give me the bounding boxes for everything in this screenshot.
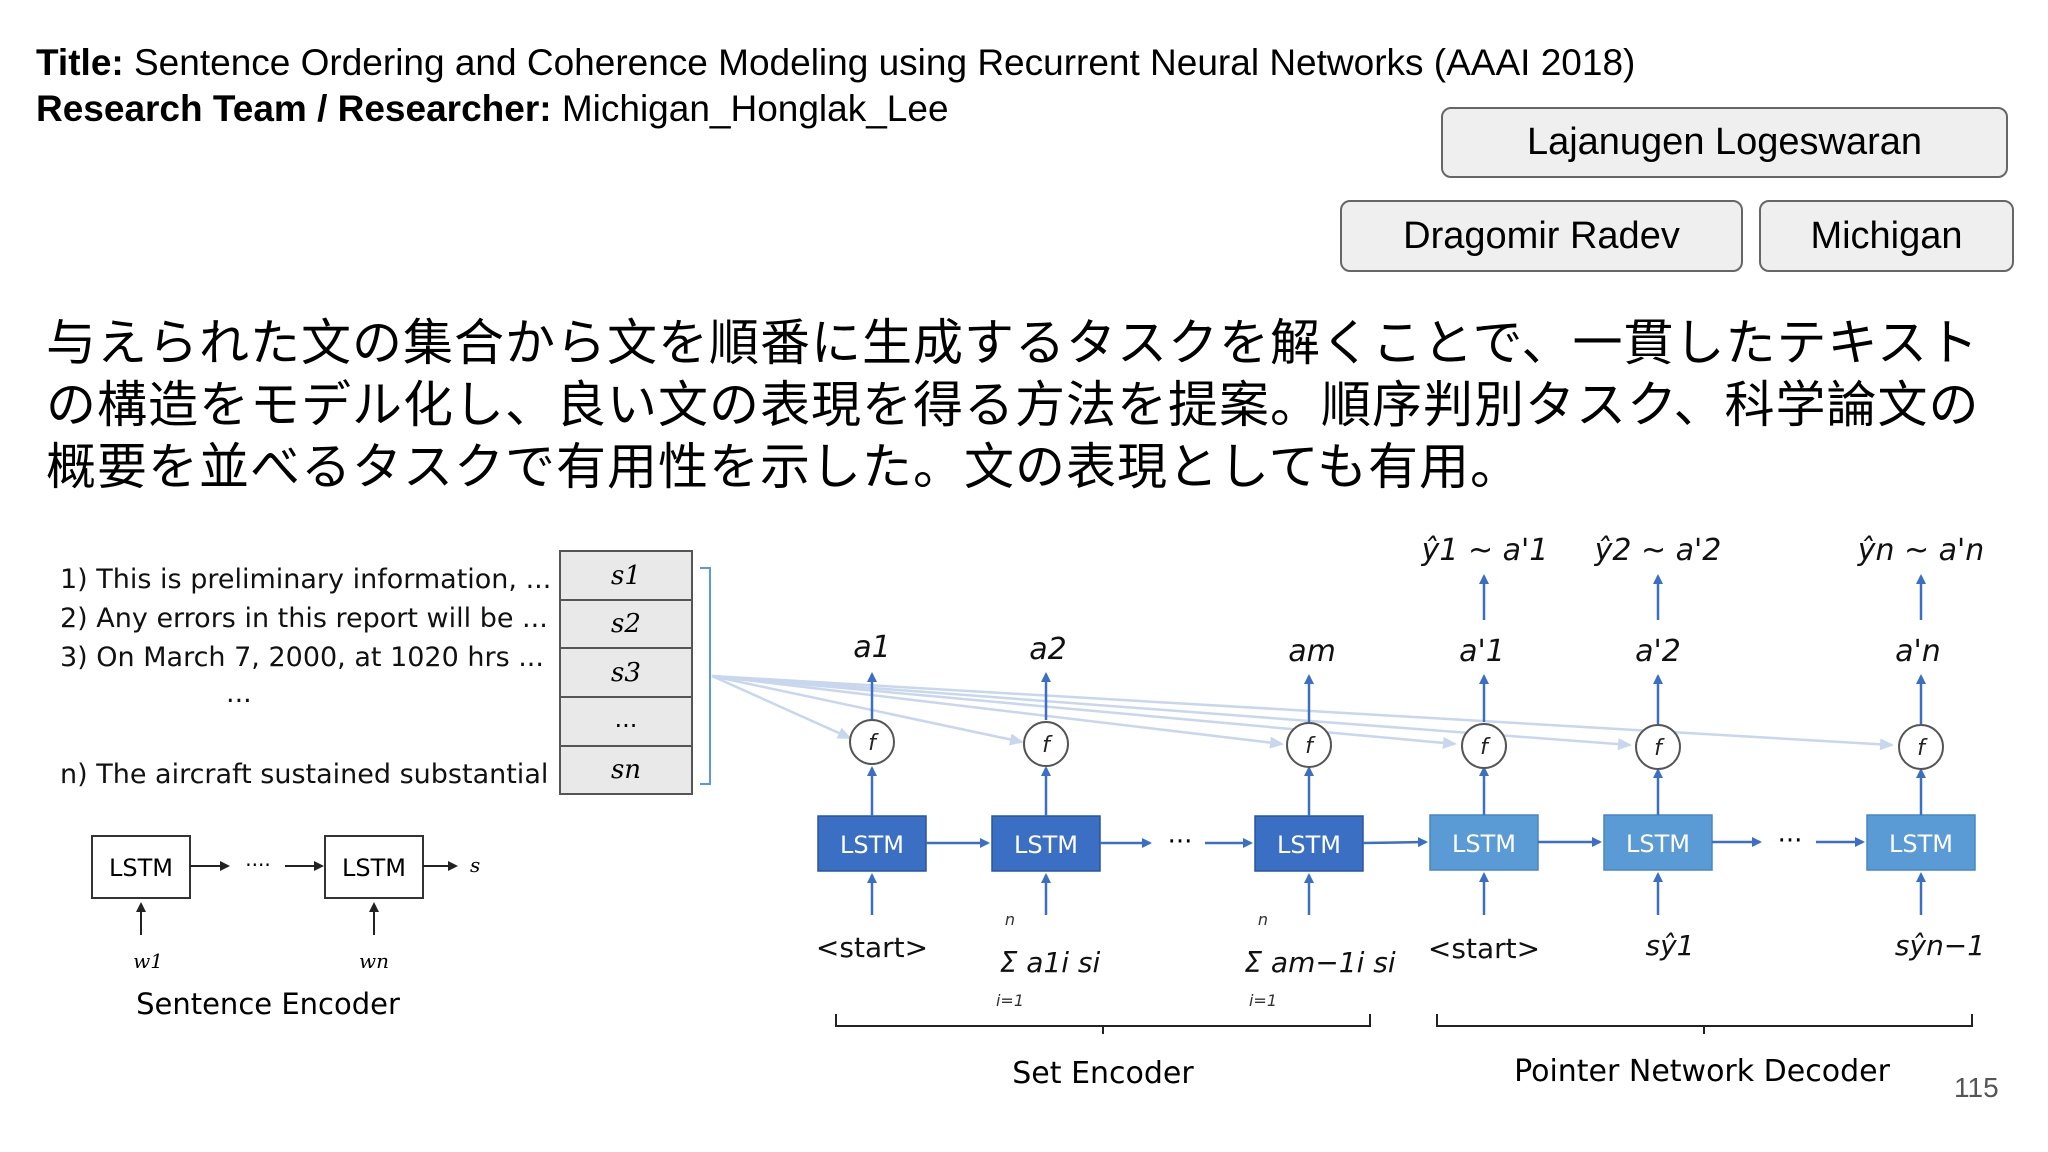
sentence-encoder-label: Sentence Encoder (136, 987, 400, 1021)
institution-chip-label: Michigan (1810, 214, 1963, 257)
institution-chip-michigan[interactable]: Michigan (1759, 200, 2014, 272)
f-node-1 (849, 719, 895, 765)
decoder-brace (1436, 1014, 1973, 1034)
attention-a2-prime: a'2 (1635, 634, 1681, 669)
stack-cell-dots: ... (615, 705, 638, 733)
decoder-lstm-n (1866, 814, 1976, 871)
decoder-lstm-n-label: LSTM (1889, 830, 1953, 858)
page-number: 115 (1954, 1072, 1999, 1103)
f-label: f (1917, 736, 1928, 761)
f-node-2 (1023, 721, 1069, 767)
author-chip-logeswaran[interactable]: Lajanugen Logeswaran (1441, 107, 2008, 178)
input-sum-1: Σ a1i si (1000, 946, 1101, 979)
sentence-encoder-output: s (470, 853, 480, 877)
summary-line-3: 概要を並べるタスクで有用性を示した。文の表現としても有用。 (46, 438, 1521, 496)
sentence-3: 3) On March 7, 2000, at 1020 hrs ... (60, 642, 544, 673)
summary-line-2: の構造をモデル化し、良い文の表現を得る方法を提案。順序判別タスク、科学論文の (46, 376, 1980, 434)
attention-a1-prime: a'1 (1459, 634, 1505, 669)
input-sum-m: Σ am−1i si (1244, 946, 1396, 979)
f-node-dn (1898, 724, 1944, 770)
sum-1-upper: n (1005, 910, 1015, 929)
sentence-1: 1) This is preliminary information, ... (60, 564, 551, 595)
encoder-chain-dots: ··· (1168, 827, 1193, 857)
encoder-lstm-m-label: LSTM (1277, 831, 1341, 859)
title-line: Title: Sentence Ordering and Coherence M… (36, 40, 1635, 86)
set-encoder-label: Set Encoder (1012, 1056, 1194, 1091)
sentence-encoder-lstm-1: LSTM (109, 854, 173, 882)
stack-bracket (700, 567, 711, 785)
attention-am: am (1288, 634, 1336, 669)
sum-1-lower: i=1 (996, 991, 1024, 1010)
team-value: Michigan_Honglak_Lee (561, 88, 949, 129)
author-chip-label: Dragomir Radev (1403, 214, 1680, 257)
sentence-encoder-lstm-n: LSTM (342, 854, 406, 882)
word-w1: w1 (133, 949, 163, 973)
author-chip-radev[interactable]: Dragomir Radev (1340, 200, 1743, 272)
sentence-n: n) The aircraft sustained substantial .. (60, 759, 574, 790)
slide-header: Title: Sentence Ordering and Coherence M… (36, 40, 1635, 132)
encoder-lstm-1-label: LSTM (840, 831, 904, 859)
attention-an-prime: a'n (1895, 634, 1941, 669)
summary-text: 与えられた文の集合から文を順番に生成するタスクを解くことで、一貫したテキスト の… (46, 312, 2016, 498)
f-label: f (868, 731, 879, 756)
f-label: f (1042, 733, 1053, 758)
attention-a2: a2 (1029, 632, 1066, 667)
output-y1: ŷ1 ~ a'1 (1421, 533, 1549, 568)
sum-m-lower: i=1 (1249, 991, 1277, 1010)
attention-a1: a1 (853, 630, 890, 665)
sum-m-upper: n (1258, 910, 1268, 929)
team-label: Research Team / Researcher: (36, 88, 552, 129)
title-label: Title: (36, 42, 124, 83)
set-encoder-brace (835, 1014, 1371, 1034)
pointer-decoder-label: Pointer Network Decoder (1514, 1054, 1891, 1089)
encoder-lstm-2-label: LSTM (1014, 831, 1078, 859)
stack-cell-s1: s1 (611, 561, 641, 591)
encoder-lstm-2 (991, 815, 1101, 872)
stack-cell-s3: s3 (611, 658, 641, 688)
summary-line-1: 与えられた文の集合から文を順番に生成するタスクを解くことで、一貫したテキスト (46, 314, 1979, 372)
output-y2: ŷ2 ~ a'2 (1594, 533, 1722, 568)
f-node-m (1286, 722, 1332, 768)
sentence-encoder: LSTM ···· LSTM s w1 wn Sentence Encoder (91, 835, 480, 1021)
input-start-decoder: <start> (1428, 932, 1540, 965)
f-label: f (1654, 736, 1665, 761)
stack-cell-s2: s2 (611, 609, 641, 639)
decoder-chain-dots: ··· (1778, 826, 1803, 856)
sentence-2: 2) Any errors in this report will be ... (60, 603, 548, 634)
input-start-encoder: <start> (816, 931, 928, 964)
decoder-lstm-1-label: LSTM (1452, 830, 1516, 858)
output-yn: ŷn ~ a'n (1857, 533, 1985, 568)
f-label: f (1480, 735, 1491, 760)
sentence-ellipsis: ... (226, 678, 252, 709)
word-wn: wn (359, 949, 389, 973)
sentence-vector-stack: s1 s2 s3 ... sn (559, 550, 693, 795)
f-node-d1 (1461, 723, 1507, 769)
author-chip-label: Lajanugen Logeswaran (1526, 121, 1923, 163)
team-line: Research Team / Researcher: Michigan_Hon… (36, 86, 1635, 132)
lstm-chain: LSTM LSTM LSTM LSTM LSTM LSTM ··· ··· (816, 533, 1985, 1091)
input-s-yhatn-1: sŷn−1 (1895, 929, 1985, 962)
f-label: f (1305, 734, 1316, 759)
decoder-lstm-2-label: LSTM (1626, 830, 1690, 858)
f-node-d2 (1635, 724, 1681, 770)
input-s-yhat1: sŷ1 (1646, 929, 1695, 962)
title-value: Sentence Ordering and Coherence Modeling… (134, 42, 1636, 83)
sentence-encoder-dots: ···· (245, 853, 270, 877)
stack-cell-sn: sn (611, 755, 641, 785)
